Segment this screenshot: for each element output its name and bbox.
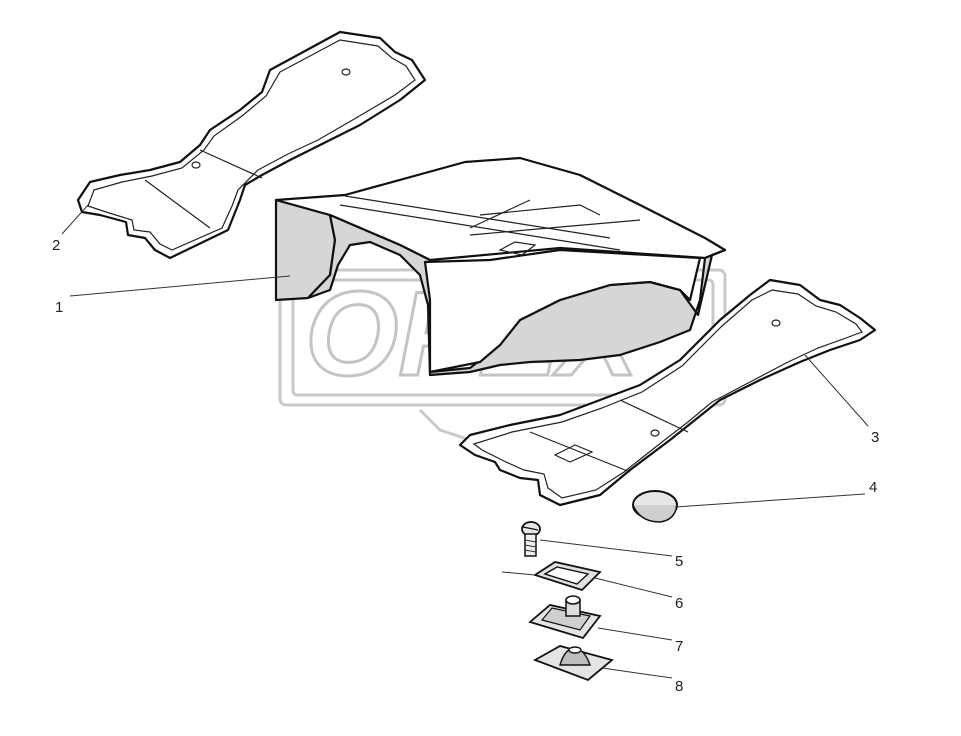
part-3-floor-mat-right <box>458 278 877 507</box>
part-1-tunnel-cover <box>274 156 727 377</box>
callout-labels: 1 2 3 4 5 6 7 8 <box>52 237 879 695</box>
callout-2: 2 <box>52 237 60 254</box>
callout-4: 4 <box>869 479 877 496</box>
part-4-plug <box>632 490 678 523</box>
callout-6: 6 <box>675 595 683 612</box>
callout-8: 8 <box>675 678 683 695</box>
callout-7: 7 <box>675 638 683 655</box>
part-7-seal-housing <box>528 595 602 640</box>
callout-3: 3 <box>871 429 879 446</box>
callout-5: 5 <box>675 553 683 570</box>
part-8-seal <box>532 645 614 682</box>
callout-1: 1 <box>55 299 63 316</box>
leader-lines <box>61 204 869 679</box>
part-6-gasket <box>532 561 602 592</box>
part-2-floor-mat-left <box>76 30 427 260</box>
part-5-bolt <box>521 521 541 557</box>
